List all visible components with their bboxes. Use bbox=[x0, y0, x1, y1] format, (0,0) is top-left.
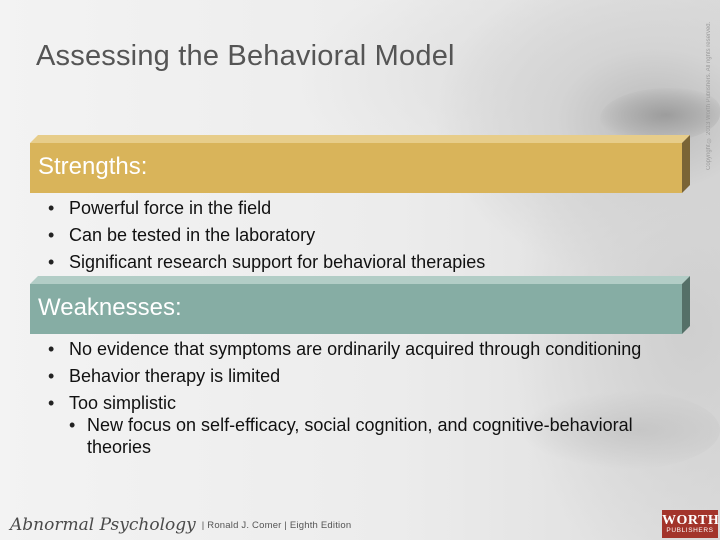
publisher-logo-line2: PUBLISHERS bbox=[666, 526, 714, 534]
weaknesses-band-face bbox=[30, 284, 682, 334]
weaknesses-band-side bbox=[682, 276, 690, 334]
publisher-logo-line1: WORTH bbox=[662, 512, 720, 528]
list-item-with-sublist: Too simplistic New focus on self-efficac… bbox=[48, 392, 648, 458]
publisher-logo: WORTH PUBLISHERS bbox=[662, 510, 720, 538]
background-eye bbox=[600, 88, 720, 142]
weaknesses-band: Weaknesses: bbox=[30, 276, 690, 334]
weaknesses-sublist: New focus on self-efficacy, social cogni… bbox=[69, 414, 648, 458]
sub-list-item: New focus on self-efficacy, social cogni… bbox=[69, 414, 648, 458]
list-item: Significant research support for behavio… bbox=[48, 251, 485, 273]
strengths-band-side bbox=[682, 135, 690, 193]
weaknesses-heading: Weaknesses: bbox=[38, 294, 182, 321]
list-item: Can be tested in the laboratory bbox=[48, 224, 485, 246]
weaknesses-band-top bbox=[30, 276, 690, 284]
author-edition: | Ronald J. Comer | Eighth Edition bbox=[201, 519, 352, 531]
strengths-heading: Strengths: bbox=[38, 153, 148, 180]
slide-title: Assessing the Behavioral Model bbox=[36, 40, 455, 72]
footer-book-info: Abnormal Psychology | Ronald J. Comer | … bbox=[10, 513, 351, 537]
book-title-logo: Abnormal Psychology bbox=[10, 515, 196, 535]
strengths-band: Strengths: bbox=[30, 135, 690, 193]
strengths-band-face bbox=[30, 143, 682, 193]
weaknesses-list: No evidence that symptoms are ordinarily… bbox=[48, 338, 648, 463]
list-item: No evidence that symptoms are ordinarily… bbox=[48, 338, 648, 360]
strengths-band-top bbox=[30, 135, 690, 143]
list-item: Behavior therapy is limited bbox=[48, 365, 648, 387]
copyright-notice: Copyright © 2013 Worth Publishers. All r… bbox=[706, 21, 712, 170]
list-item: Powerful force in the field bbox=[48, 197, 485, 219]
list-item-text: Too simplistic bbox=[69, 393, 177, 413]
strengths-list: Powerful force in the field Can be teste… bbox=[48, 197, 485, 278]
